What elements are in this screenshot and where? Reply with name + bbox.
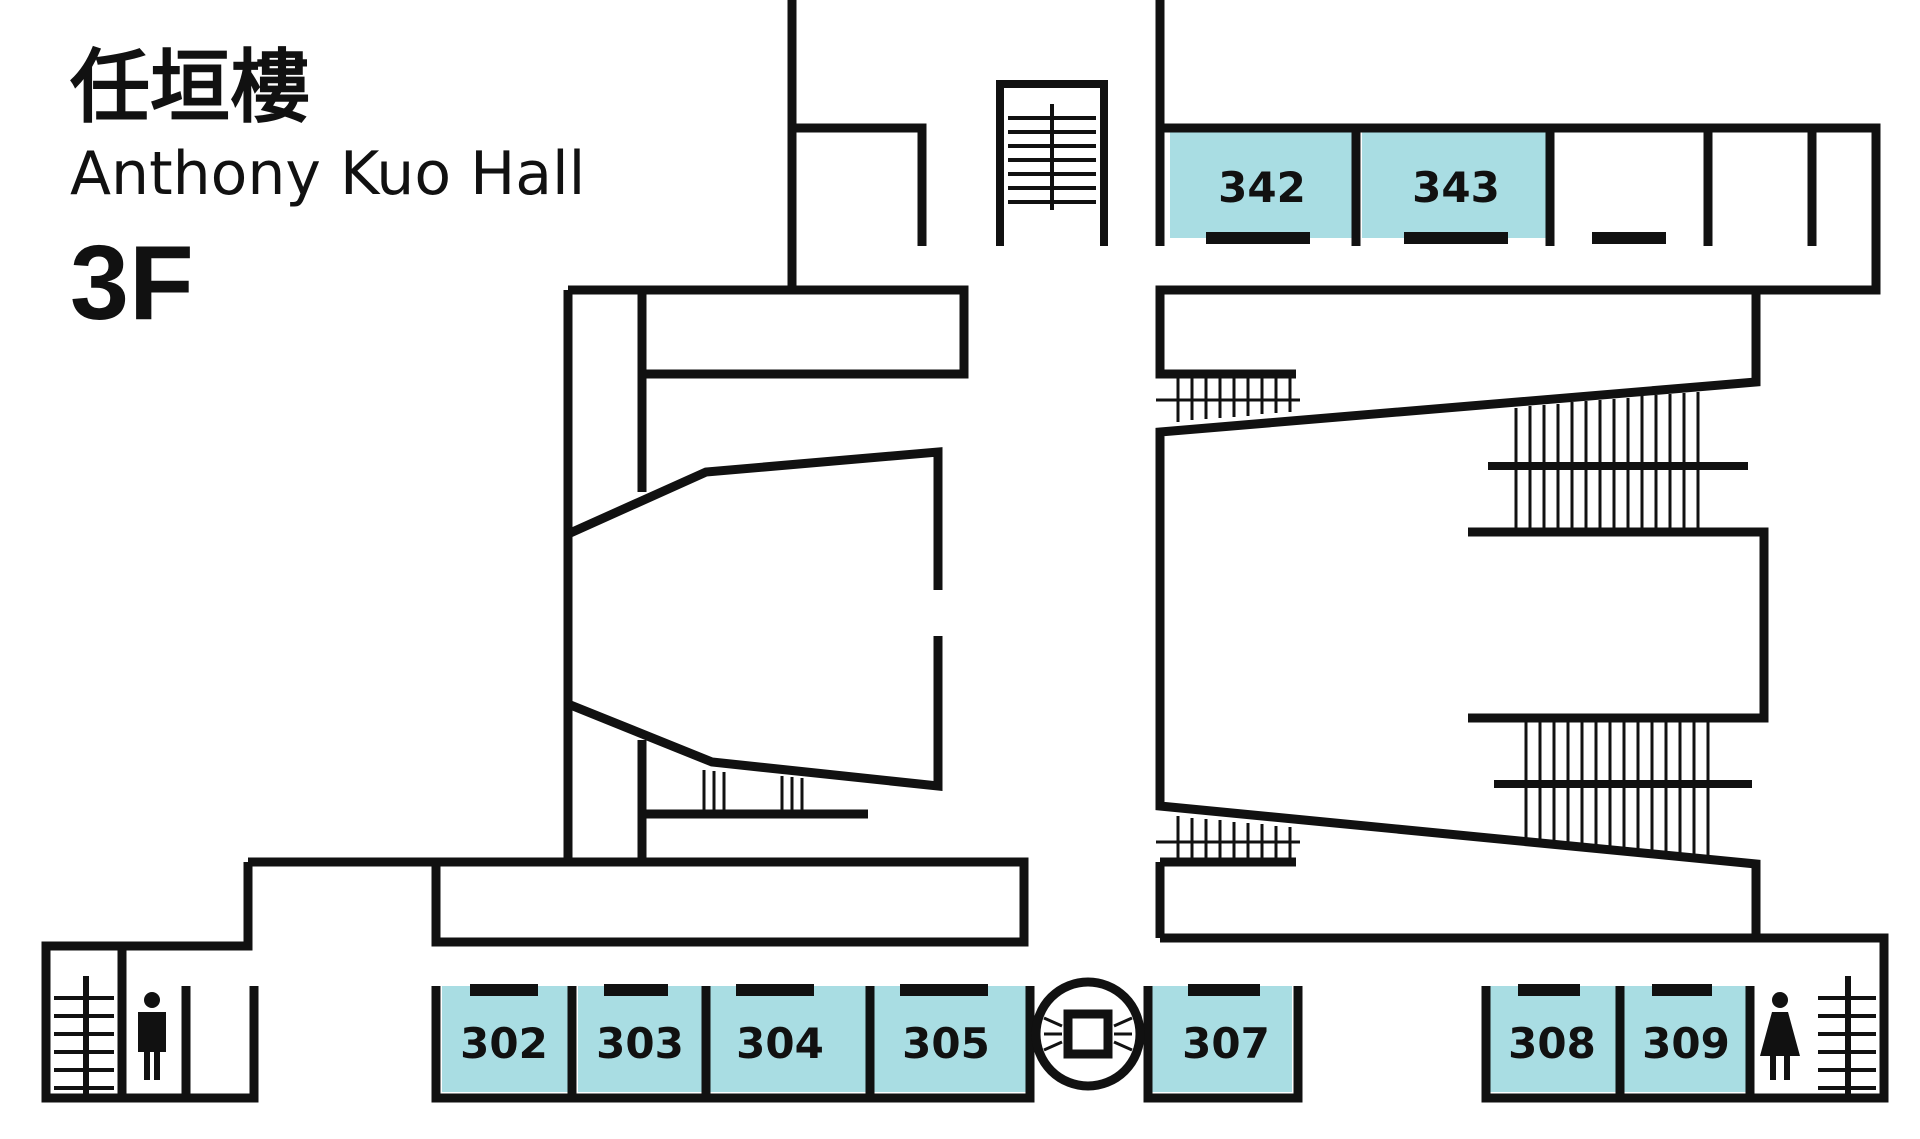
stairs-left-inner	[702, 770, 804, 810]
wall-right-bottom-room	[1155, 857, 1296, 938]
wall-left-slant-bottom	[566, 636, 943, 792]
wall-right-inner-step	[1468, 527, 1769, 723]
room-342-label: 342	[1218, 163, 1306, 212]
room-304-fill[interactable]	[708, 986, 868, 1092]
stairs-right-left-lower	[1156, 816, 1300, 866]
wall-left-block-outer	[563, 285, 969, 862]
room-304-label: 304	[736, 1019, 824, 1068]
stairs-top-center	[996, 80, 1108, 246]
building-name-en: Anthony Kuo Hall	[70, 139, 586, 209]
female-restroom-icon[interactable]	[1760, 992, 1800, 1080]
room-305-fill[interactable]	[874, 986, 1026, 1092]
wall-bottom-left-block	[41, 857, 1029, 1103]
room-303-fill[interactable]	[578, 986, 702, 1092]
wall-bottom-left-toilet	[117, 946, 191, 1098]
stairs-icon	[54, 976, 114, 1096]
building-name-zh: 任垣樓	[70, 41, 310, 134]
stairs-right-upper	[1488, 392, 1748, 528]
wall-bottom-center-rooms	[431, 986, 1035, 1103]
male-restroom-icon[interactable]	[138, 992, 166, 1080]
elevator-icon[interactable]	[1031, 977, 1145, 1091]
floor-label: 3F	[70, 224, 194, 342]
wall-right-block-outer	[1155, 290, 1761, 938]
wall-top-left-corridor	[787, 0, 927, 290]
room-309-label: 309	[1642, 1019, 1730, 1068]
wall-bottom-right-block	[1143, 933, 1889, 1103]
stairs-right-left-upper	[1156, 370, 1300, 422]
room-343-label: 343	[1412, 163, 1500, 212]
room-305-label: 305	[902, 1019, 990, 1068]
room-343-fill[interactable]	[1362, 132, 1548, 238]
room-308-fill[interactable]	[1490, 986, 1616, 1092]
room-308-label: 308	[1508, 1019, 1596, 1068]
room-342-fill[interactable]	[1170, 132, 1354, 238]
room-302-fill[interactable]	[442, 986, 570, 1092]
room-307-label: 307	[1182, 1019, 1270, 1068]
wall-top-room-dividers	[1351, 132, 1817, 246]
room-303-label: 303	[596, 1019, 684, 1068]
room-309-fill[interactable]	[1624, 986, 1748, 1092]
wall-left-slant-top	[566, 447, 943, 590]
stairs-right-lower	[1494, 722, 1752, 856]
room-302-label: 302	[460, 1019, 548, 1068]
map-header: 任垣樓 Anthony Kuo Hall 3F	[70, 40, 585, 348]
room-307-fill[interactable]	[1152, 986, 1292, 1092]
stairs-icon-right	[1818, 976, 1876, 1096]
